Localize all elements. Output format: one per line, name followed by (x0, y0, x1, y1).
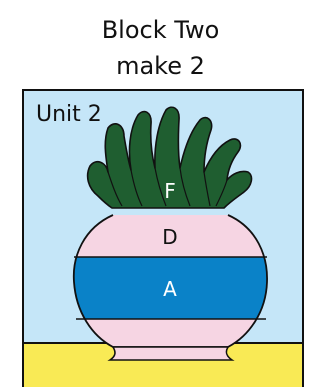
block-border (22, 89, 304, 387)
pot-band-blue (73, 257, 268, 319)
block-title: Block Two (101, 16, 220, 44)
leaf-veins (107, 167, 228, 207)
unit-label: Unit 2 (36, 102, 102, 127)
pot-foot (107, 346, 235, 361)
section-label-a: A (163, 277, 177, 301)
plant-leaves (86, 106, 253, 209)
block-subtitle: make 2 (116, 52, 205, 80)
pot-band-pink-top (73, 215, 268, 257)
section-label-f: F (164, 179, 176, 203)
section-label-d: D (162, 225, 177, 249)
